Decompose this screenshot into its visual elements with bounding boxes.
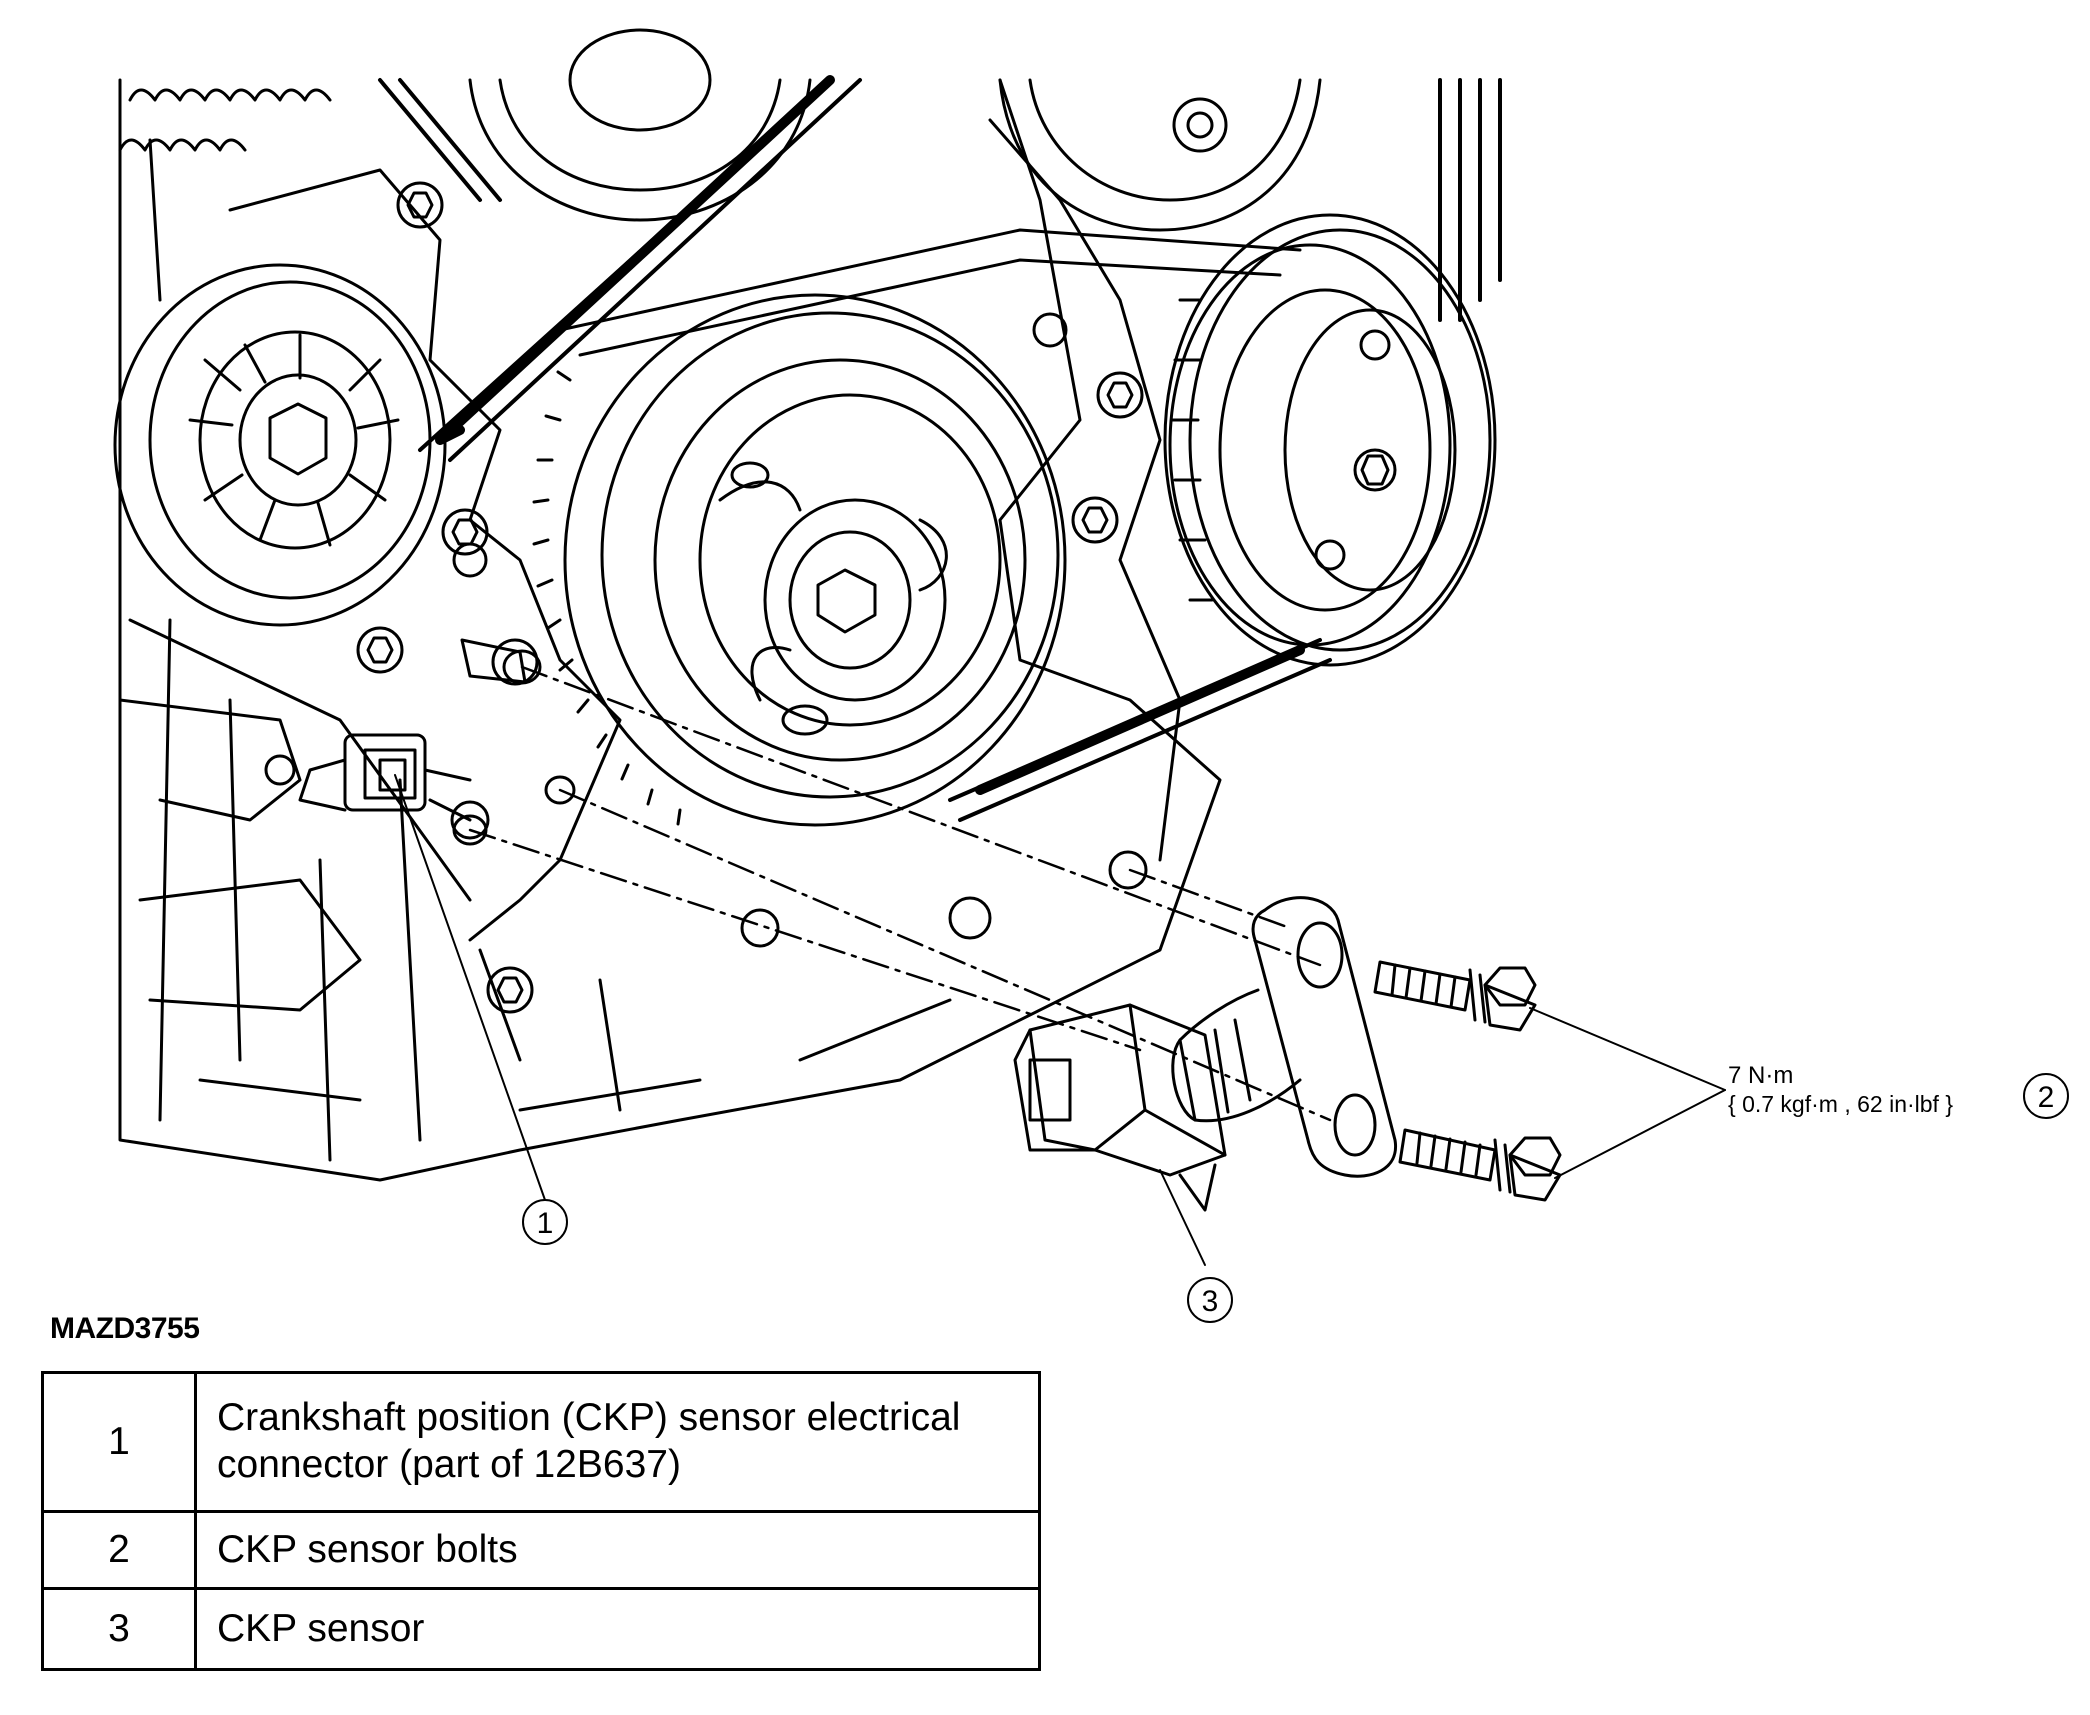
alignment-lines <box>468 665 1332 1122</box>
callout-3-label: 3 <box>1202 1285 1219 1318</box>
legend-row: 2 CKP sensor bolts <box>41 1510 1041 1590</box>
callout-1-label: 1 <box>537 1207 554 1240</box>
torque-spec-secondary: { 0.7 kgf·m , 62 in·lbf } <box>1728 1091 1953 1117</box>
sensor-mount-boss <box>452 638 576 846</box>
torque-spec-primary: 7 N·m <box>1728 1062 1793 1089</box>
legend-description: CKP sensor bolts <box>194 1510 1041 1590</box>
ckp-sensor <box>1013 896 1397 1212</box>
legend-number: 1 <box>41 1371 197 1513</box>
crankshaft-pulley <box>532 293 1067 827</box>
ac-compressor-pulley <box>1163 213 1497 667</box>
ckp-connector-on-engine <box>298 733 472 822</box>
idler-pulley <box>113 263 447 627</box>
legend-number: 3 <box>41 1587 197 1671</box>
legend-description: CKP sensor <box>194 1587 1041 1671</box>
ckp-sensor-bolts <box>1373 960 1562 1202</box>
legend-row: 3 CKP sensor <box>41 1587 1041 1671</box>
figure-id: MAZD3755 <box>50 1312 200 1345</box>
upper-pulleys <box>468 28 1322 232</box>
callout-3-circle <box>1187 1277 1233 1323</box>
legend-table: 1 Crankshaft position (CKP) sensor elect… <box>41 1371 1041 1671</box>
callout-2-label: 2 <box>2038 1081 2055 1114</box>
callout-2-circle <box>2023 1073 2069 1119</box>
block-bolts <box>264 181 1148 1014</box>
legend-number: 2 <box>41 1510 197 1590</box>
legend-row: 1 Crankshaft position (CKP) sensor elect… <box>41 1371 1041 1513</box>
engine-block <box>118 78 1222 1182</box>
legend-description: Crankshaft position (CKP) sensor electri… <box>194 1371 1041 1513</box>
drive-belt <box>378 75 1502 822</box>
engine-illustration: 1 3 2 7 N·m { 0.7 kgf·m , 62 in·lbf } <box>113 28 2069 1323</box>
callout-1-circle <box>522 1199 568 1245</box>
leader-lines <box>394 774 1726 1266</box>
